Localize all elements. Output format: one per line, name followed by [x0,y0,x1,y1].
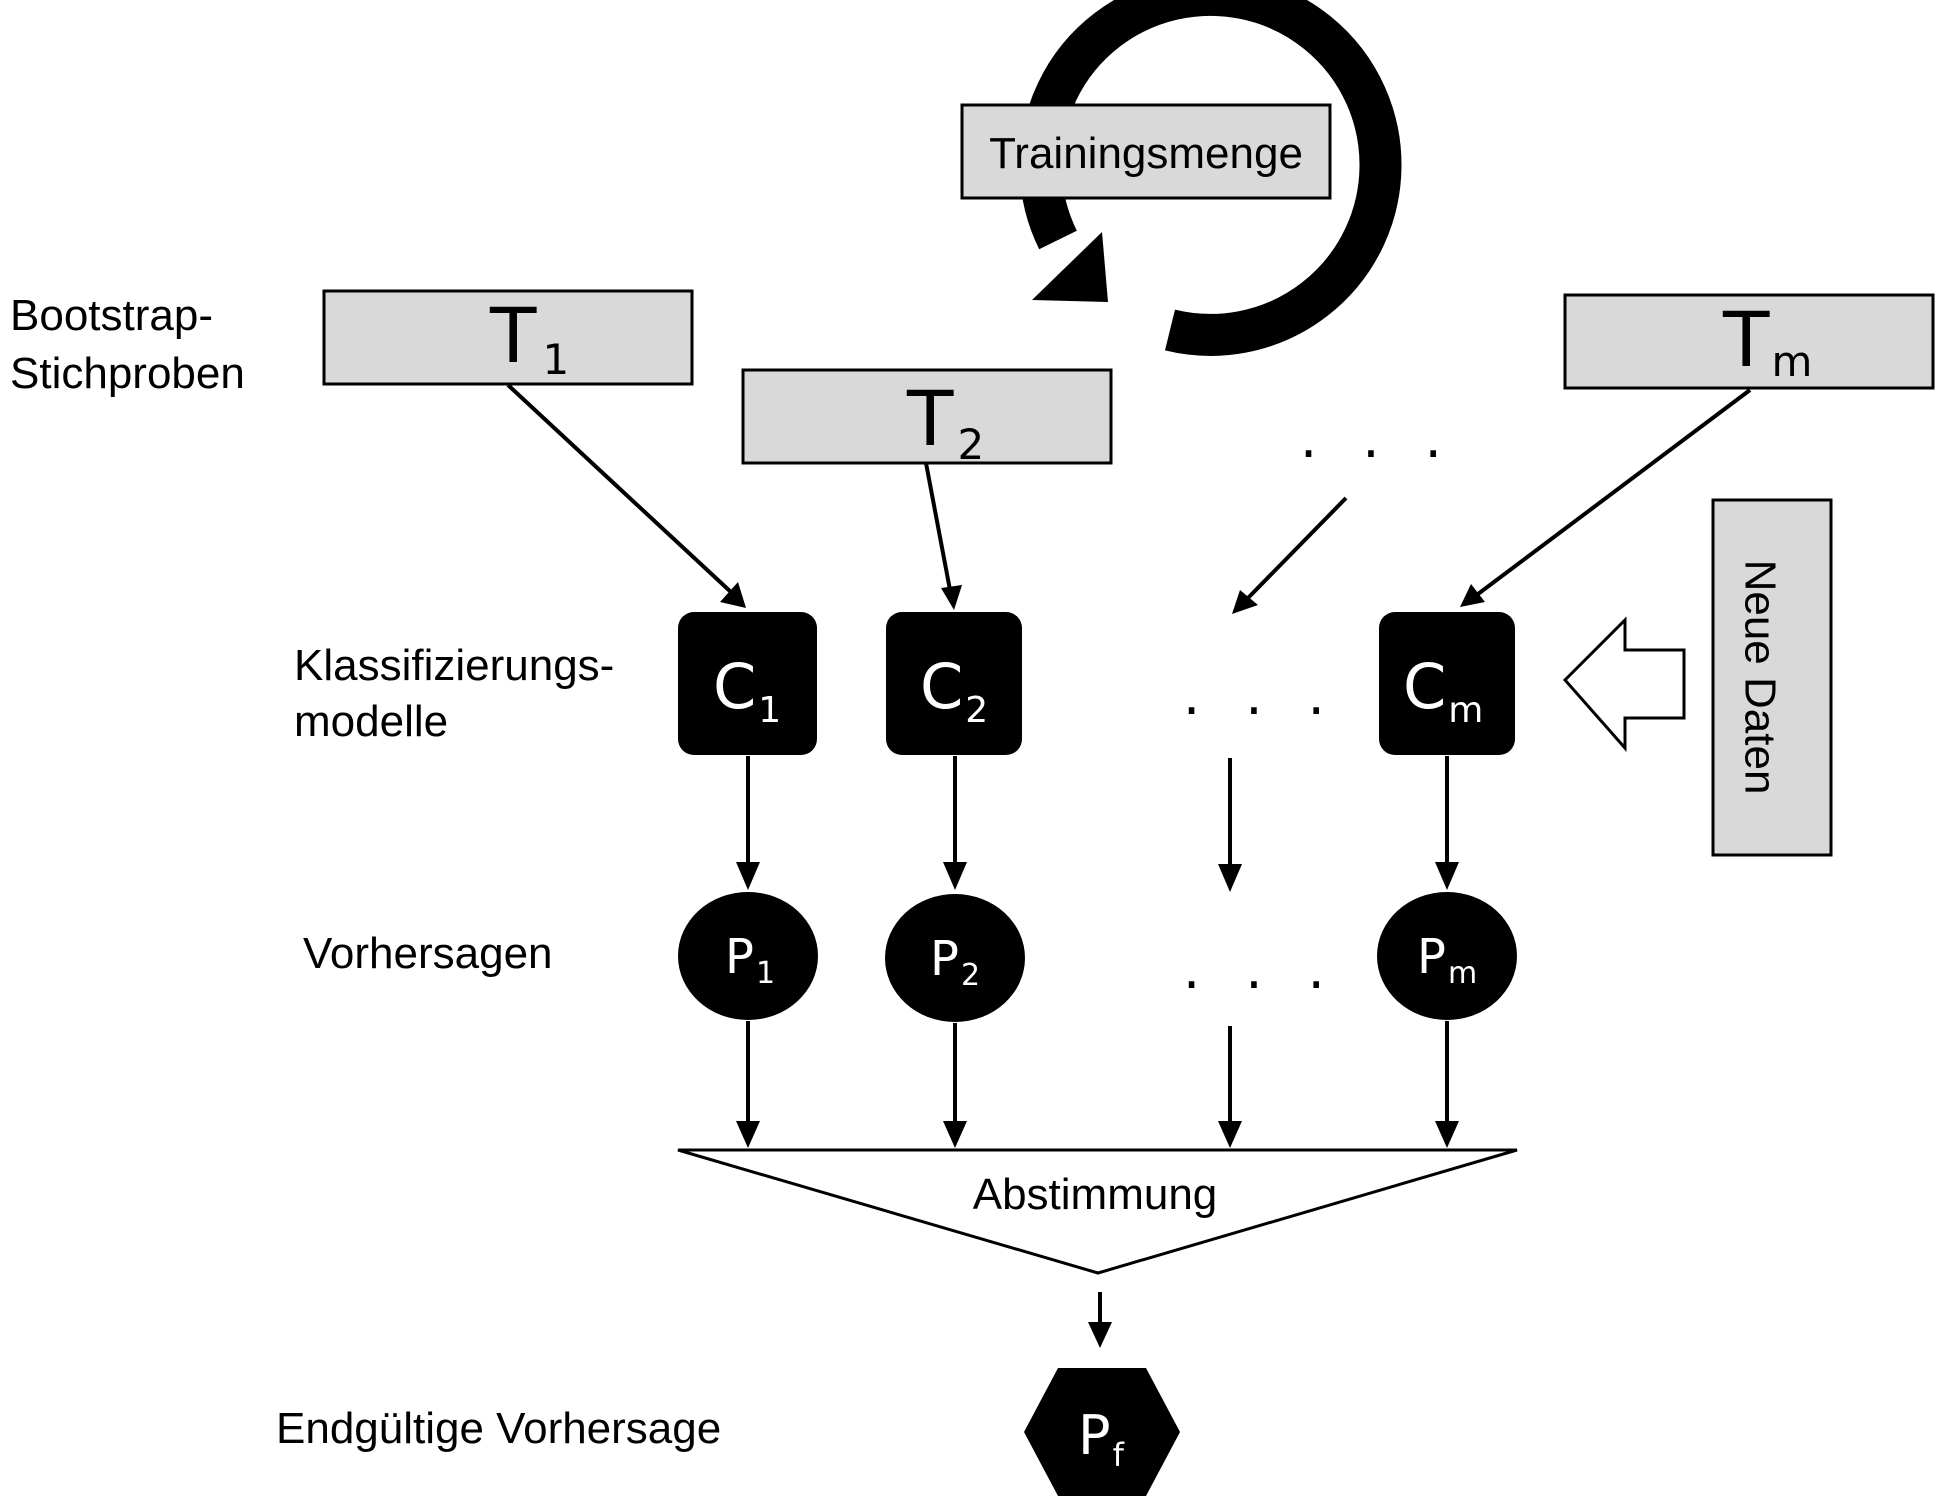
classifier-c1-main: C [713,650,756,723]
training-set-label: Trainingsmenge [989,129,1303,178]
prediction-pm-sub: m [1448,956,1477,991]
svg-text:Pf: Pf [1078,1404,1125,1474]
prediction-ellipsis: . . . [1183,938,1339,1001]
voting-funnel: Abstimmung [677,1148,1518,1275]
bootstrap-label-line2: Stichproben [10,349,245,398]
prediction-p2: P2 [885,894,1025,1022]
arrow-to-final [1088,1292,1112,1348]
sample-box-t2: T2 [741,368,1113,469]
voting-label: Abstimmung [973,1170,1218,1219]
new-data-label: Neue Daten [1735,560,1784,795]
classifier-cm: Cm [1379,612,1515,755]
prediction-p2-main: P [930,931,959,987]
prediction-p2-sub: 2 [961,958,980,993]
prediction-pm: Pm [1377,892,1517,1020]
classifier-cm-main: C [1403,650,1446,723]
svg-text:T2: T2 [906,374,984,469]
sample-t1-sub: 1 [542,335,569,384]
sample-t2-main: T [906,374,954,463]
prediction-p1-sub: 1 [756,956,775,991]
training-set-box: Trainingsmenge [960,103,1332,200]
classifiers-label-line2: modelle [294,697,448,746]
svg-text:P1: P1 [725,929,775,991]
svg-text:C1: C1 [713,650,781,731]
svg-text:P2: P2 [930,931,980,993]
prediction-p1: P1 [678,892,818,1020]
new-data-box: Neue Daten [1711,498,1833,857]
classifier-c1-sub: 1 [758,690,781,731]
prediction-pm-main: P [1417,929,1446,985]
new-data-arrow-icon [1562,616,1686,752]
svg-text:Cm: Cm [1403,650,1483,731]
bootstrap-label-line1: Bootstrap- [10,291,213,340]
final-prediction-main: P [1078,1404,1111,1467]
prediction-p1-main: P [725,929,754,985]
cycle-arrow-icon [1019,0,1402,356]
classifier-c2-main: C [920,650,963,723]
classifier-c1: C1 [678,612,817,755]
arrows-predictions-to-voting [736,1021,1459,1148]
svg-text:Tm: Tm [1722,295,1812,386]
sample-t1-main: T [489,291,537,380]
sample-tm-main: T [1722,295,1770,384]
classifiers-label-line1: Klassifizierungs- [294,641,614,690]
classifier-cm-sub: m [1448,690,1483,731]
final-prediction-sub: f [1113,1436,1125,1474]
sample-box-tm: Tm [1563,293,1935,390]
classifier-c2-sub: 2 [965,690,988,731]
final-prediction-hexagon: Pf [1024,1368,1180,1496]
sample-t2-sub: 2 [957,420,984,469]
svg-text:T1: T1 [489,291,569,384]
sample-tm-sub: m [1771,337,1812,386]
svg-text:Pm: Pm [1417,929,1477,991]
classifier-ellipsis: . . . [1183,664,1339,727]
sample-ellipsis: . . . [1300,407,1456,470]
svg-text:C2: C2 [920,650,988,731]
predictions-label: Vorhersagen [303,929,553,978]
classifier-c2: C2 [886,612,1022,755]
arrows-classifiers-to-predictions [736,756,1459,892]
arrows-samples-to-classifiers [506,383,1752,614]
final-prediction-label: Endgültige Vorhersage [276,1404,721,1453]
